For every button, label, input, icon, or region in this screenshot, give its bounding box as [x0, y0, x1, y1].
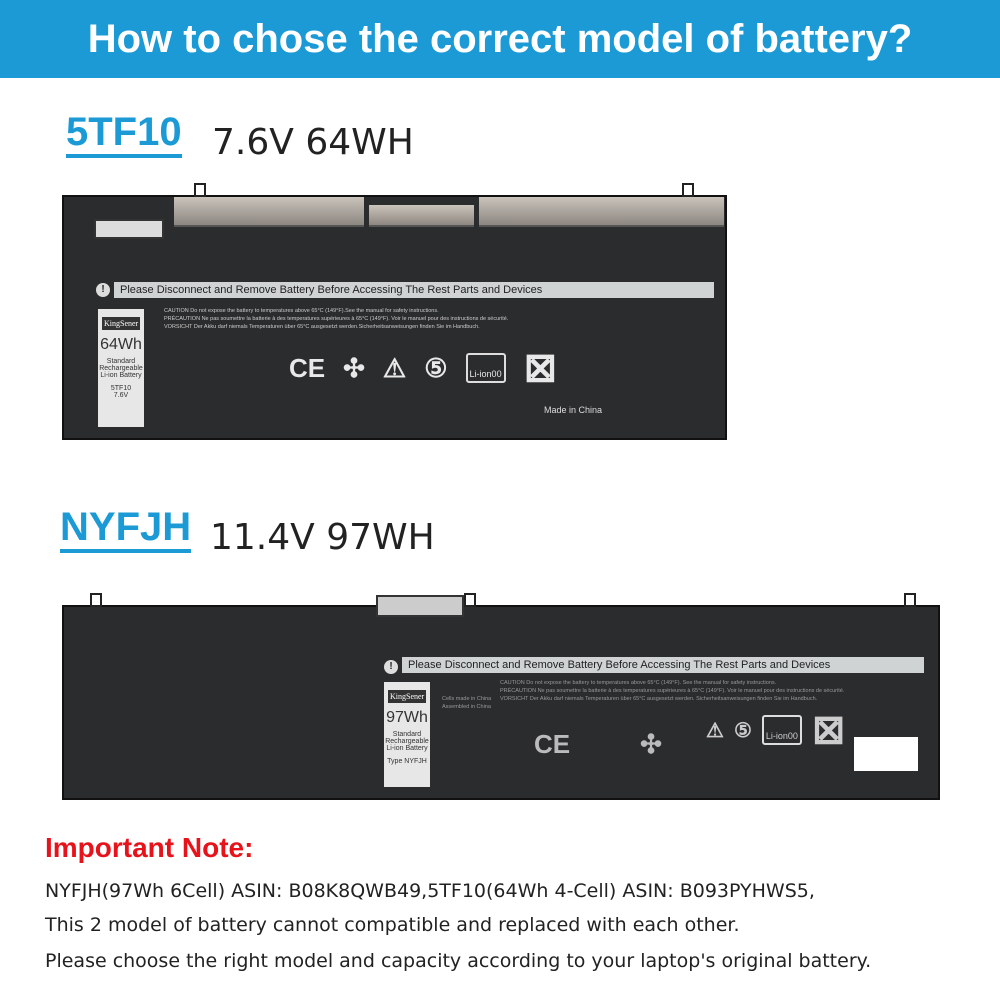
page-header: How to chose the correct model of batter… [0, 0, 1000, 78]
model-spec-nyfjh: 11.4V 97WH [210, 517, 435, 558]
caution-triangle-icon: ⚠ [706, 719, 724, 742]
model-name-nyfjh: NYFJH [60, 505, 192, 553]
certification-icons: CE ✣ ⚠ ⑤ Li-ion00 ⊠ [289, 345, 557, 391]
model-name-5tf10: 5TF10 [66, 110, 182, 158]
note-line: Please choose the right model and capaci… [45, 950, 872, 972]
made-in-china: Made in China [544, 405, 603, 415]
battery-image-nyfjh: ! Please Disconnect and Remove Battery B… [62, 593, 940, 800]
model-spec-5tf10: 7.6V 64WH [212, 122, 414, 163]
caution-text: CAUTION Do not expose the battery to tem… [500, 680, 845, 702]
ce-mark-icon: CE [289, 352, 326, 383]
note-line: This 2 model of battery cannot compatibl… [45, 914, 740, 936]
brand-label: KingSener 97Wh Standard Rechargeable Li-… [384, 682, 430, 787]
li-ion-recycle-icon: Li-ion00 [465, 353, 506, 383]
label-model: 5TF10 [110, 385, 132, 392]
note-title: Important Note: [45, 832, 254, 863]
certification-icons-upper: ⚠ ⑤ Li-ion00 ⊠ [706, 707, 845, 753]
recycle-mark-icon: ✣ [640, 729, 662, 759]
brand-name: KingSener [102, 317, 140, 330]
type: Standard [106, 358, 136, 365]
crossed-bin-icon: ⊠ [523, 346, 558, 390]
note-line: NYFJH(97Wh 6Cell) ASIN: B08K8QWB49,5TF10… [45, 880, 815, 902]
label-voltage: 7.6V [113, 392, 129, 399]
connector [376, 595, 464, 617]
warning-icon: ! [384, 660, 398, 674]
connector [94, 219, 164, 239]
crossed-bin-icon: ⊠ [811, 708, 846, 752]
desc: Rechargeable Li-ion Battery [99, 365, 143, 379]
warning-icon: ! [96, 283, 110, 297]
barcode-sticker [854, 737, 918, 771]
caution-triangle-icon: ⚠ [382, 352, 407, 383]
brand-label: KingSener 64Wh Standard Rechargeable Li-… [98, 309, 144, 427]
li-ion-recycle-icon: Li-ion00 [761, 715, 802, 745]
capacity: 64Wh [100, 336, 142, 353]
certification-icons-lower: CE ✣ [534, 729, 662, 760]
caution-text: CAUTION Do not expose the battery to tem… [164, 308, 509, 330]
five-year-icon: ⑤ [733, 719, 752, 742]
battery-image-5tf10: ! Please Disconnect and Remove Battery B… [62, 183, 727, 440]
recycle-mark-icon: ✣ [343, 352, 365, 383]
warning-strip: Please Disconnect and Remove Battery Bef… [402, 657, 924, 673]
warning-strip: Please Disconnect and Remove Battery Bef… [114, 282, 714, 298]
five-year-icon: ⑤ [424, 352, 448, 383]
ce-mark-icon: CE [534, 729, 571, 759]
header-title: How to chose the correct model of batter… [87, 16, 913, 61]
